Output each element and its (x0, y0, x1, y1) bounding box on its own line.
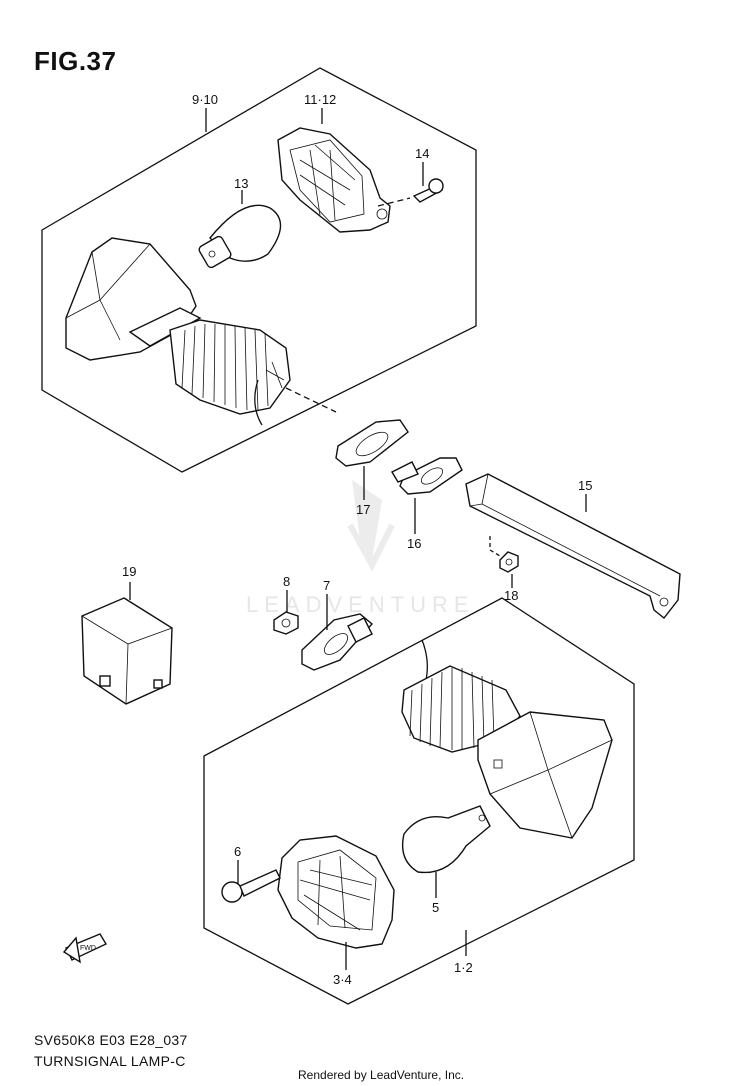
gasket-17 (335, 419, 409, 467)
watermark-text: LEADVENTURE (246, 592, 475, 617)
screw-14 (412, 178, 444, 203)
callout-19: 19 (122, 564, 136, 579)
lens-3-4 (277, 835, 395, 949)
fwd-arrow: FWD (62, 933, 107, 964)
render-credit: Rendered by LeadVenture, Inc. (298, 1068, 465, 1082)
callout-15: 15 (578, 478, 592, 493)
screw-6 (221, 869, 281, 903)
nut-8 (273, 611, 299, 635)
bulb-13 (198, 204, 282, 269)
callout-16: 16 (407, 536, 421, 551)
callout-11-12: 11·12 (304, 92, 336, 107)
callout-18: 18 (504, 588, 518, 603)
callout-1-2: 1·2 (454, 960, 473, 975)
callout-9-10: 9·10 (192, 92, 218, 107)
upper-assembly-box (41, 67, 477, 473)
gasket-7 (301, 613, 374, 671)
callout-17: 17 (356, 502, 370, 517)
callout-6: 6 (234, 844, 241, 859)
callout-leaders (129, 108, 587, 970)
callout-14: 14 (415, 146, 429, 161)
axis-line-18 (489, 536, 501, 557)
callout-5: 5 (432, 900, 439, 915)
fwd-label: FWD (80, 945, 96, 952)
callout-3-4: 3·4 (333, 972, 352, 987)
upper-lamp-housing (65, 237, 291, 426)
watermark: LEADVENTURE (246, 480, 475, 617)
callout-13: 13 (234, 176, 248, 191)
relay-19 (81, 597, 173, 705)
lower-lamp-housing (401, 639, 613, 839)
lens-11-12 (277, 127, 391, 233)
callout-7: 7 (323, 578, 330, 593)
callout-8: 8 (283, 574, 290, 589)
bulb-5 (401, 805, 491, 874)
nut-18 (499, 551, 519, 573)
figure-title: FIG.37 (34, 46, 117, 76)
lower-assembly-box (203, 597, 635, 1005)
diagram-code: SV650K8 E03 E28_037 (34, 1032, 188, 1048)
diagram-caption: TURNSIGNAL LAMP-C (34, 1053, 186, 1069)
axis-line-upper (285, 197, 411, 413)
bracket-15 (465, 473, 681, 619)
collar-16 (391, 457, 463, 495)
